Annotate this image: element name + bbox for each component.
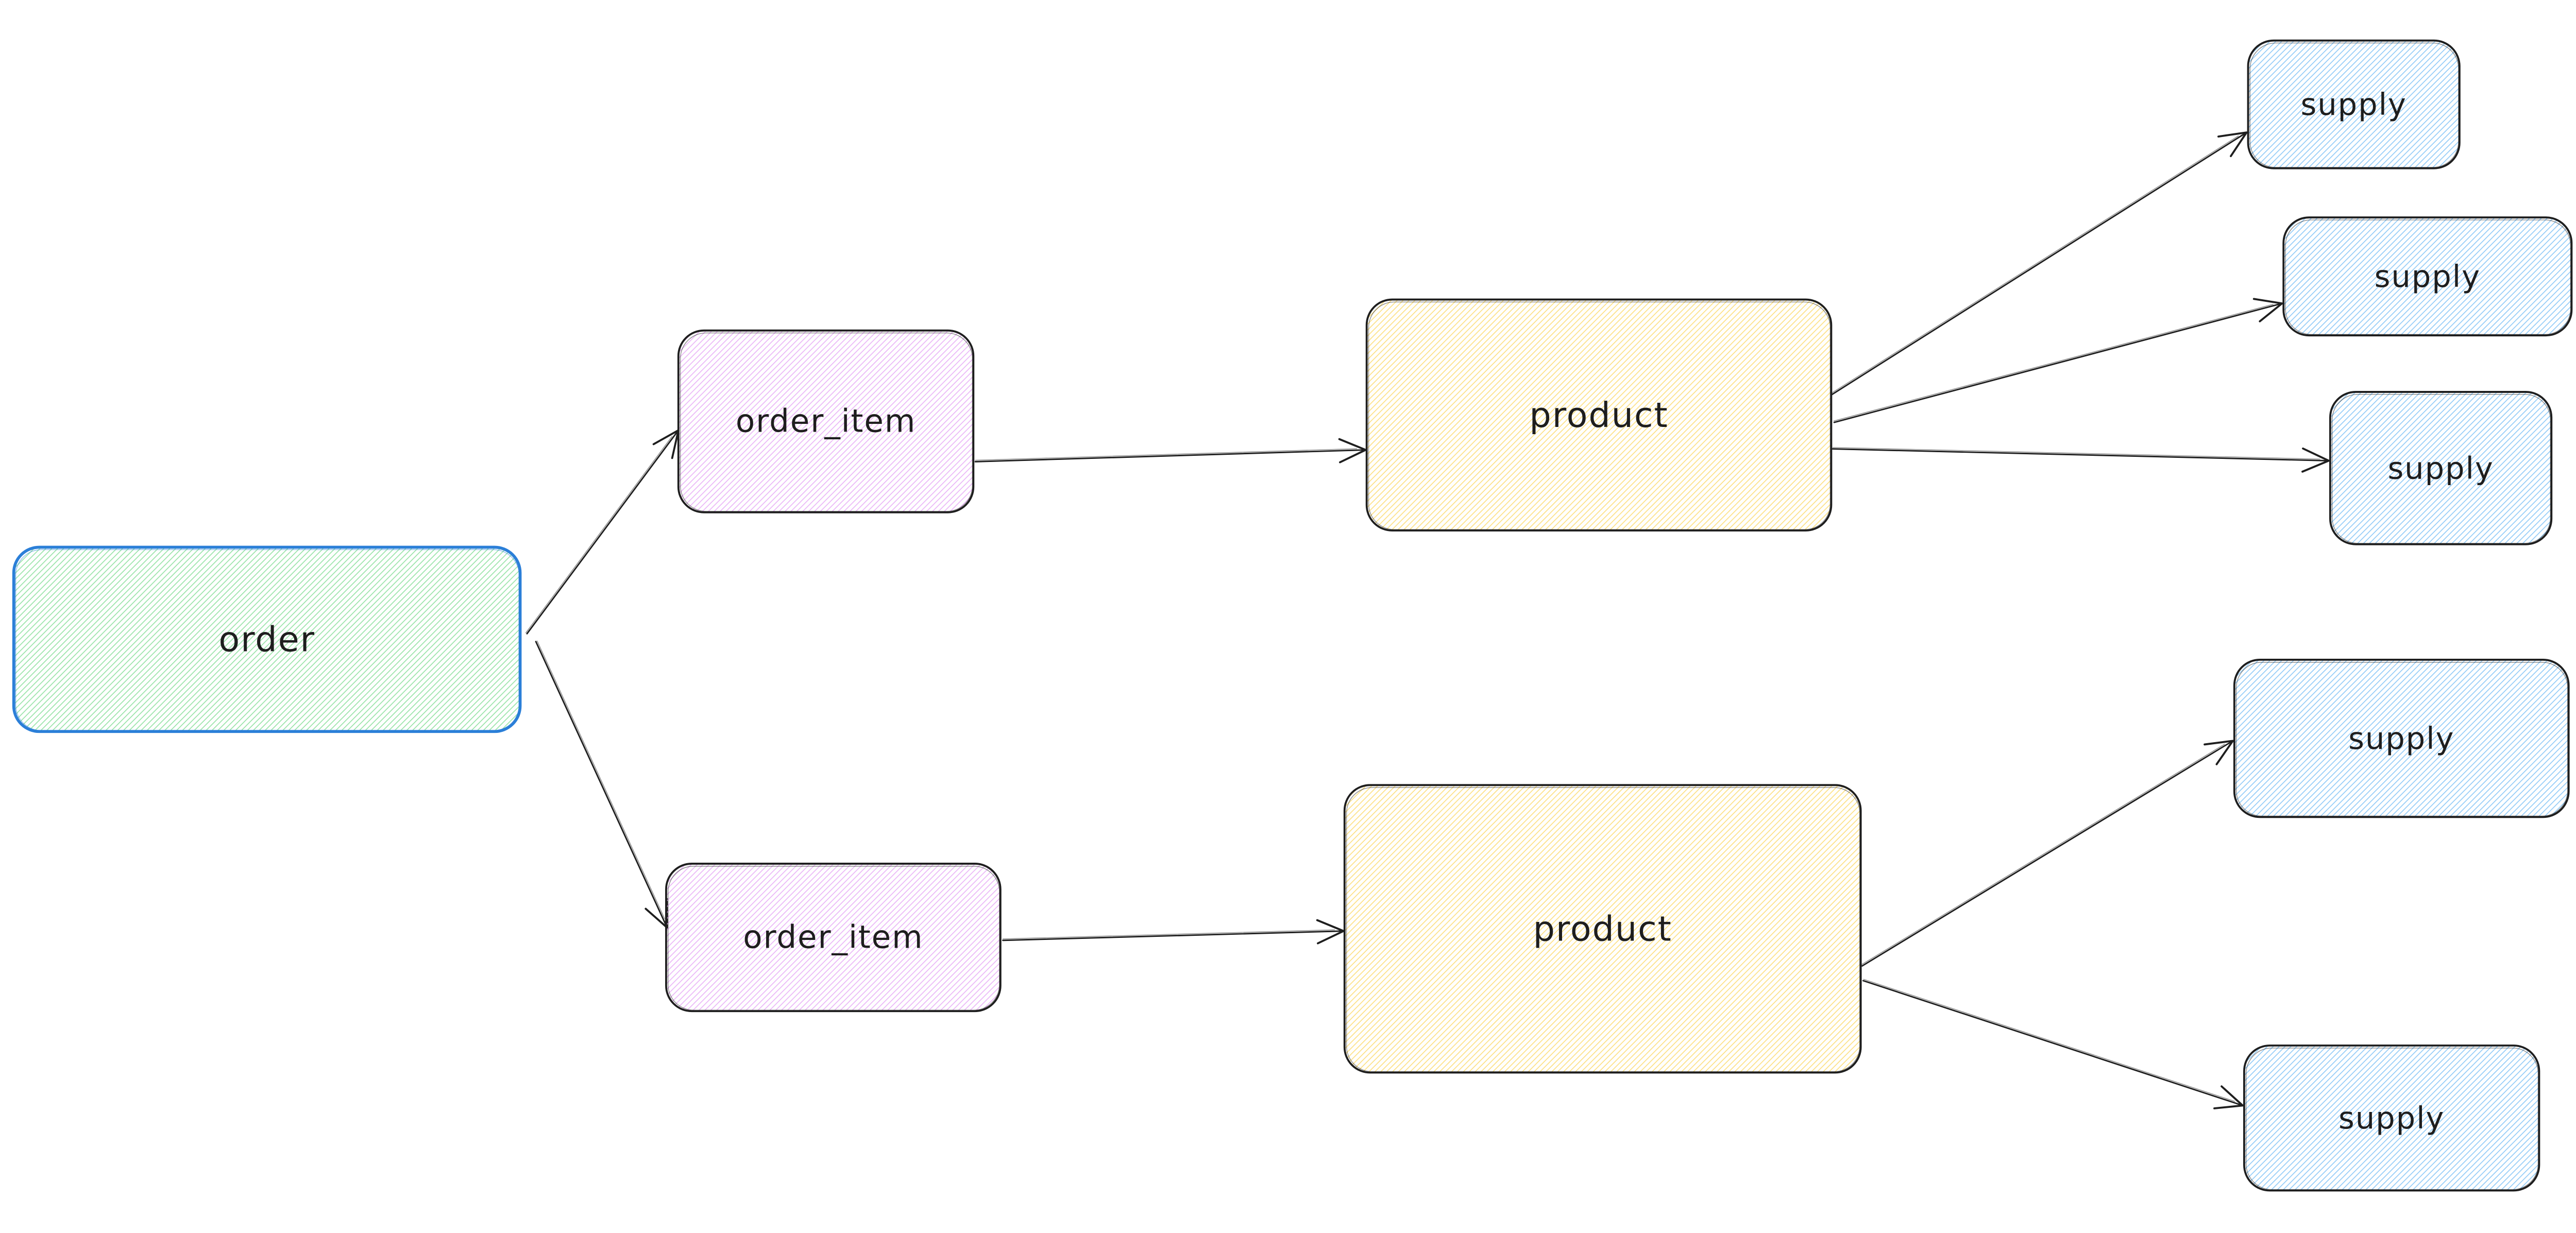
- node-shape[interactable]: [2247, 39, 2461, 169]
- arrow-head-icon: [2213, 1085, 2244, 1109]
- node-layer: orderorder_itemorder_itemproductproducts…: [12, 39, 2573, 1192]
- node-order[interactable]: order: [12, 545, 522, 733]
- node-shape[interactable]: [677, 329, 975, 513]
- edge-line-echo: [1861, 744, 2225, 965]
- node-shape[interactable]: [2329, 391, 2553, 545]
- edge-line[interactable]: [1831, 131, 2248, 396]
- node-shape[interactable]: [665, 863, 1002, 1013]
- node-fill: [2330, 391, 2552, 544]
- node-label: product: [1529, 395, 1668, 435]
- node-label: product: [1533, 909, 1672, 949]
- node-shape[interactable]: [12, 545, 522, 733]
- edge-line[interactable]: [974, 449, 1367, 463]
- edge-layer: [525, 131, 2330, 1109]
- edge-product_top-to-supply_3[interactable]: [1832, 447, 2330, 473]
- node-product_top[interactable]: product: [1365, 298, 1833, 532]
- edge-line[interactable]: [526, 429, 680, 635]
- node-label: supply: [2301, 87, 2407, 122]
- edge-line[interactable]: [535, 641, 668, 929]
- node-shape[interactable]: [2282, 216, 2573, 337]
- arrow-head-icon: [2204, 740, 2234, 765]
- edge-line[interactable]: [1861, 740, 2234, 967]
- node-product_bottom[interactable]: product: [1343, 784, 1862, 1074]
- node-label: supply: [2348, 721, 2454, 756]
- node-shape[interactable]: [2243, 1044, 2540, 1192]
- edge-line-echo: [1002, 929, 1335, 939]
- node-supply_3[interactable]: supply: [2329, 391, 2553, 545]
- node-supply_2[interactable]: supply: [2282, 216, 2573, 337]
- arrow-head-icon: [2217, 131, 2248, 158]
- edge-product_top-to-supply_1[interactable]: [1831, 131, 2248, 396]
- node-order_item_bottom[interactable]: order_item: [665, 863, 1002, 1013]
- edge-line[interactable]: [1833, 302, 2283, 423]
- node-label: supply: [2387, 450, 2494, 486]
- node-fill: [2283, 217, 2572, 336]
- edge-line-echo: [525, 436, 672, 633]
- node-fill: [678, 330, 974, 512]
- node-fill: [2244, 1046, 2539, 1191]
- edge-line[interactable]: [1002, 930, 1345, 941]
- edge-line-echo: [537, 640, 665, 919]
- edge-line[interactable]: [1862, 980, 2244, 1106]
- edge-line-echo: [1833, 304, 2274, 421]
- node-order_item_top[interactable]: order_item: [677, 329, 975, 513]
- edge-line-echo: [1831, 135, 2239, 393]
- node-supply_1[interactable]: supply: [2247, 39, 2461, 169]
- node-fill: [1366, 299, 1832, 531]
- edge-product_top-to-supply_2[interactable]: [1833, 298, 2283, 423]
- node-supply_4[interactable]: supply: [2233, 659, 2570, 818]
- edge-line-echo: [1832, 447, 2320, 459]
- node-supply_5[interactable]: supply: [2243, 1044, 2540, 1192]
- edge-product_bottom-to-supply_5[interactable]: [1862, 979, 2244, 1109]
- edge-product_bottom-to-supply_4[interactable]: [1861, 740, 2234, 967]
- node-fill: [2248, 40, 2460, 168]
- edge-line-echo: [975, 448, 1358, 461]
- node-shape[interactable]: [2233, 659, 2570, 818]
- node-fill: [2234, 659, 2569, 817]
- node-fill: [13, 547, 520, 732]
- node-fill: [666, 863, 1001, 1012]
- edge-line-echo: [1863, 979, 2235, 1102]
- arrow-head-icon: [2252, 298, 2283, 322]
- node-label: order_item: [743, 919, 923, 956]
- node-label: order: [218, 619, 315, 659]
- edge-line[interactable]: [1832, 448, 2330, 461]
- node-label: supply: [2375, 259, 2481, 294]
- node-shape[interactable]: [1365, 298, 1833, 532]
- node-fill: [1344, 785, 1861, 1073]
- node-shape[interactable]: [1343, 784, 1862, 1074]
- node-label: supply: [2338, 1100, 2445, 1136]
- arrow-head-icon: [2301, 447, 2330, 473]
- node-label: order_item: [736, 403, 916, 440]
